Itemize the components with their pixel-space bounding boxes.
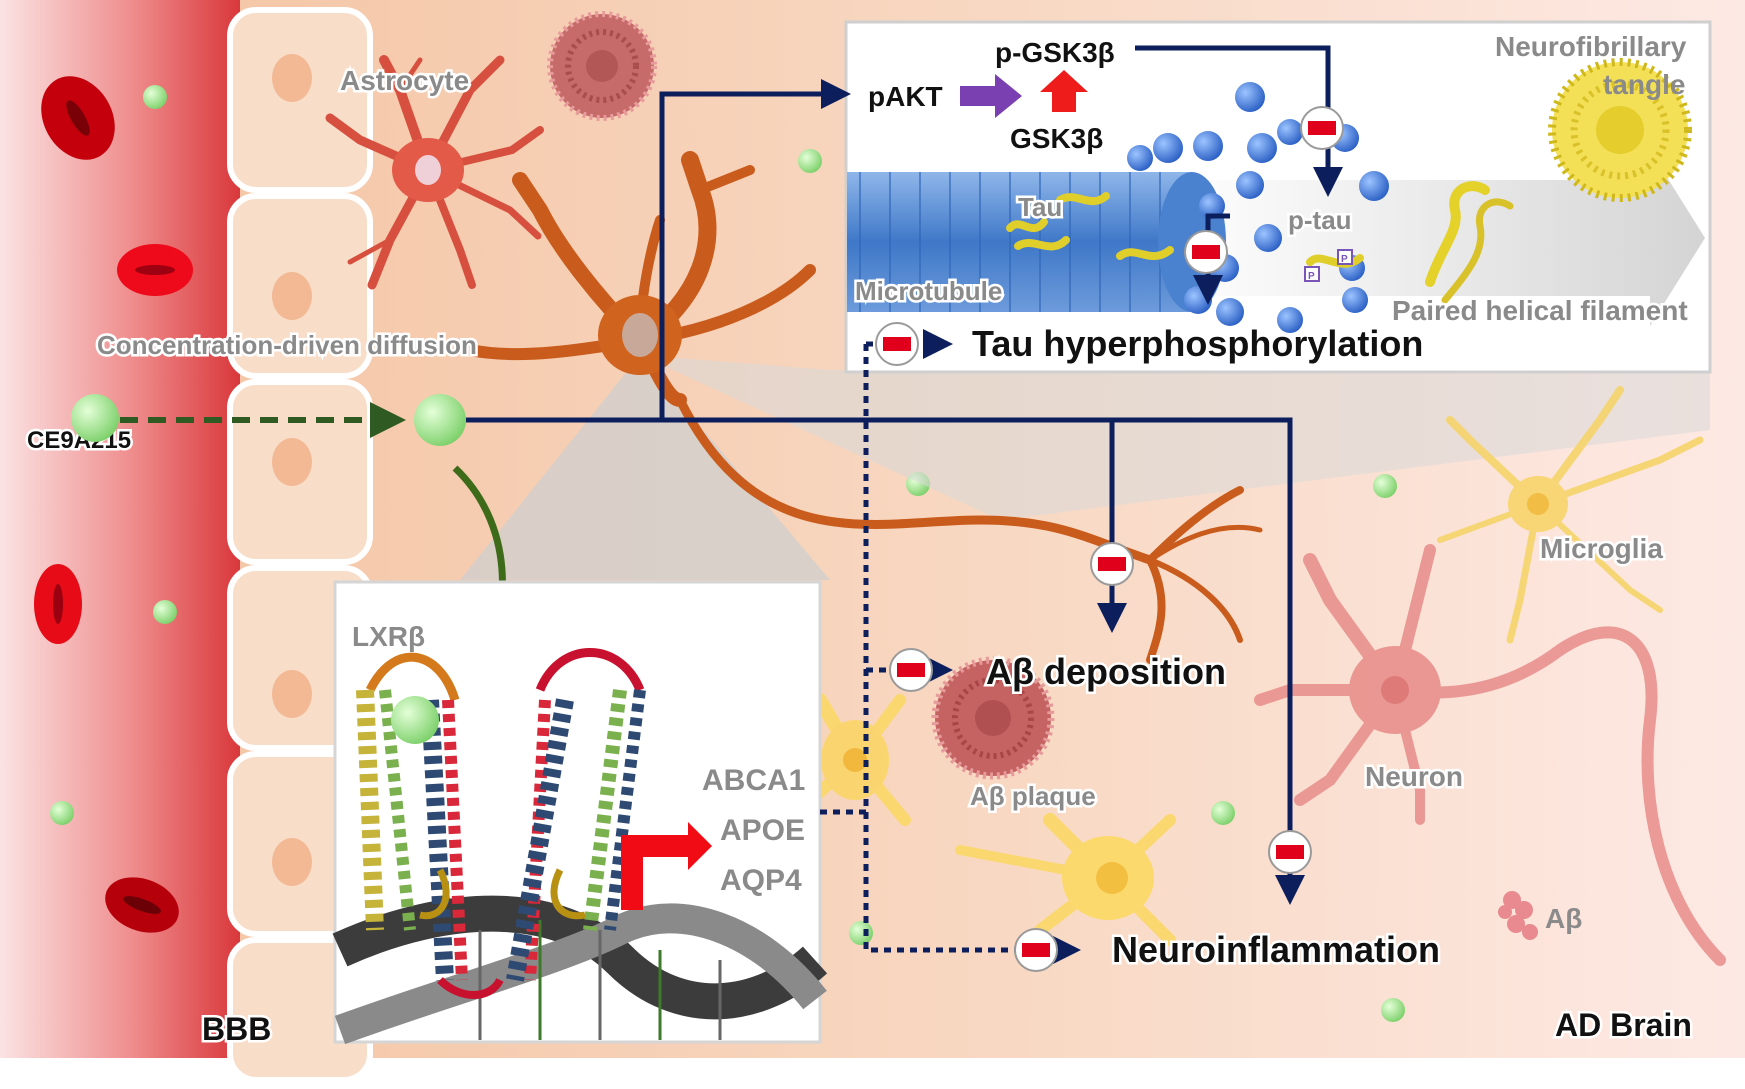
lxr-receptor-label: LXRβ bbox=[352, 621, 425, 652]
gsk3b-up-arrow bbox=[1040, 70, 1088, 112]
inhibit-badge-tau bbox=[875, 322, 919, 366]
zoom-cone-lower bbox=[460, 355, 830, 580]
microglia-cell bbox=[1437, 386, 1704, 644]
outcome-abeta-deposition: Aβ deposition bbox=[986, 651, 1226, 692]
outcome-tau-hyperphosphorylation: Tau hyperphosphorylation bbox=[972, 323, 1423, 364]
tangle-label-line2: tangle bbox=[1603, 69, 1685, 100]
neuron-pink bbox=[1254, 544, 1726, 966]
abeta-plaque-label: Aβ plaque bbox=[970, 781, 1096, 811]
outcome-neuroinflammation: Neuroinflammation bbox=[1112, 929, 1440, 970]
microglia-label: Microglia bbox=[1540, 533, 1663, 564]
compound-particles bbox=[50, 85, 1405, 1022]
diffusion-label: Concentration-driven diffusion bbox=[97, 330, 477, 360]
gene-apoe: APOE bbox=[720, 814, 805, 847]
neuron-label: Neuron bbox=[1365, 761, 1463, 792]
astrocyte-label: Astrocyte bbox=[340, 65, 469, 96]
inhibit-badge-ptau bbox=[1184, 230, 1228, 274]
phospho-mark-2: P bbox=[1341, 254, 1348, 265]
tau-label: Tau bbox=[1018, 192, 1062, 222]
tau-panel: P P p-GSK3β pAKT GSK3β Neurofibrillary t… bbox=[844, 20, 1712, 374]
abeta-label: Aβ bbox=[1545, 903, 1582, 934]
p-gsk3b-label: p-GSK3β bbox=[995, 37, 1115, 68]
inhibit-badge-abeta-gene bbox=[889, 648, 933, 692]
lxr-panel: LXRβ ABCA1 APOE AQP4 bbox=[332, 580, 828, 1045]
region-ad-brain: AD Brain bbox=[1555, 1007, 1692, 1043]
phf-label: Paired helical filament bbox=[1392, 295, 1688, 326]
region-bbb: BBB bbox=[202, 1011, 271, 1047]
phospho-mark-1: P bbox=[1308, 271, 1315, 282]
pakt-label: pAKT bbox=[868, 81, 943, 112]
amyloid-plaque-top bbox=[547, 11, 657, 121]
compound-entering bbox=[71, 394, 119, 442]
pakt-activation-arrow bbox=[960, 74, 1022, 118]
inhibit-badge-gsk3b bbox=[1300, 106, 1344, 150]
compound-in-brain bbox=[414, 394, 466, 446]
astrocyte-cell bbox=[325, 55, 544, 290]
tangle-label-line1: Neurofibrillary bbox=[1495, 31, 1687, 62]
gene-abca1: ABCA1 bbox=[702, 764, 805, 797]
abeta-aggregate bbox=[1498, 891, 1538, 940]
zoom-cone-upper bbox=[640, 355, 1710, 520]
tubulin-beads bbox=[1127, 82, 1389, 333]
inhibit-badge-inflammation-gene bbox=[1014, 928, 1058, 972]
microtubule-label: Microtubule bbox=[855, 276, 1002, 306]
amyloid-plaque-center bbox=[931, 656, 1055, 780]
gene-aqp4: AQP4 bbox=[720, 864, 802, 897]
inhibit-badge-inflammation-direct bbox=[1268, 830, 1312, 874]
p-tau-label: p-tau bbox=[1288, 205, 1352, 235]
microglia-cluster bbox=[794, 693, 1176, 946]
gsk3b-label: GSK3β bbox=[1010, 123, 1103, 154]
neuron-orange bbox=[464, 151, 1263, 664]
red-blood-cells bbox=[34, 76, 193, 933]
inhibit-badge-abeta-direct bbox=[1090, 542, 1134, 586]
